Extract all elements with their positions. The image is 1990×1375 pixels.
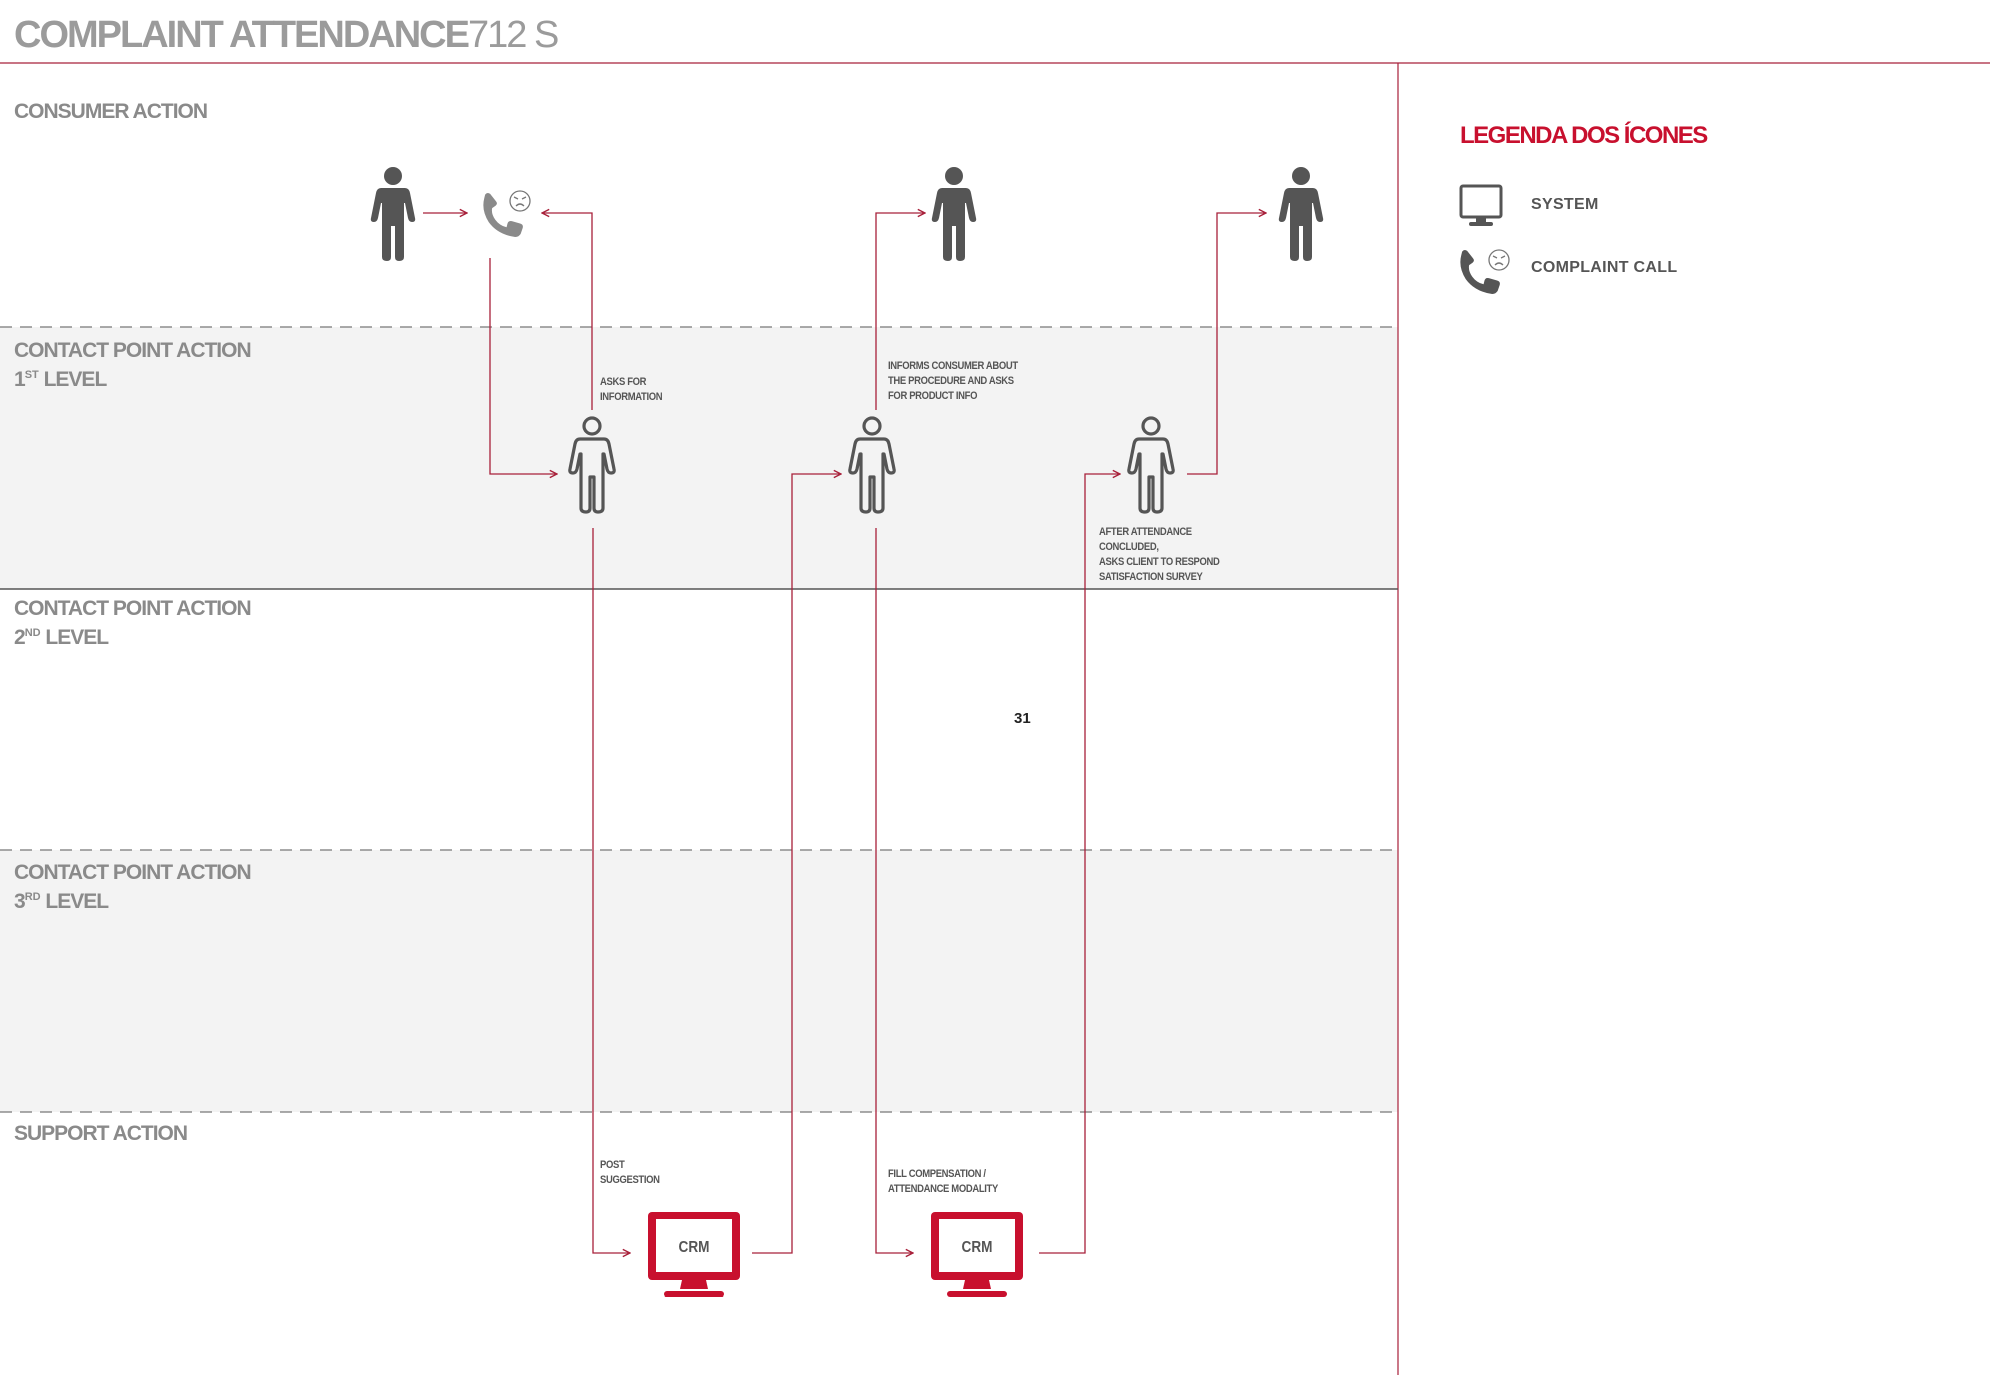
page-number: 31 bbox=[1014, 710, 1031, 727]
lane-label-level-1: CONTACT POINT ACTION 1ST LEVEL bbox=[14, 339, 252, 392]
level-suffix: RD bbox=[24, 891, 41, 903]
note-satisfaction-survey: AFTER ATTENDANCE CONCLUDED, ASKS CLIENT … bbox=[1099, 526, 1220, 583]
flow-contact-1-to-crm-1 bbox=[592, 528, 630, 1253]
note-post-suggestion: POST SUGGESTION bbox=[600, 1159, 660, 1186]
page-code: 712 S bbox=[468, 14, 559, 56]
level-suffix: ST bbox=[24, 369, 39, 381]
complaint-call-icon bbox=[478, 185, 531, 245]
crm-label-1: CRM bbox=[679, 1239, 710, 1256]
flow-contact-2-to-crm-2 bbox=[875, 528, 913, 1253]
page-title: COMPLAINT ATTENDANCE bbox=[14, 14, 470, 56]
lane-title: CONTACT POINT ACTION bbox=[14, 861, 252, 884]
level-word: LEVEL bbox=[43, 368, 108, 391]
level-word: LEVEL bbox=[45, 626, 109, 649]
lane-label-consumer: CONSUMER ACTION bbox=[14, 100, 208, 124]
note-asks-for-information: ASKS FOR INFORMATION bbox=[600, 376, 663, 403]
flow-contact-3-to-consumer-3 bbox=[1187, 213, 1266, 475]
crm-label-2: CRM bbox=[962, 1239, 993, 1256]
lane-title: CONTACT POINT ACTION bbox=[14, 597, 252, 620]
lane-label-level-2: CONTACT POINT ACTION 2ND LEVEL bbox=[14, 597, 252, 650]
level-number: 3 bbox=[14, 890, 26, 913]
lane-level: 3RD LEVEL bbox=[14, 885, 251, 914]
flow-contact-2-to-consumer-2 bbox=[875, 213, 925, 410]
level-suffix: ND bbox=[24, 627, 41, 639]
note-informs-consumer: INFORMS CONSUMER ABOUT THE PROCEDURE AND… bbox=[888, 360, 1018, 402]
flow-crm-1-to-contact-2 bbox=[752, 474, 841, 1254]
lane-level: 2ND LEVEL bbox=[14, 621, 251, 650]
legend-label-complaint-call: COMPLAINT CALL bbox=[1531, 259, 1678, 276]
lane-level: 1ST LEVEL bbox=[14, 363, 251, 392]
lane-3-background bbox=[0, 850, 1398, 1112]
lane-label-support: SUPPORT ACTION bbox=[14, 1122, 188, 1146]
flow-crm-2-to-contact-3 bbox=[1039, 474, 1120, 1254]
lane-title: CONSUMER ACTION bbox=[14, 100, 208, 123]
note-fill-compensation: FILL COMPENSATION / ATTENDANCE MODALITY bbox=[888, 1168, 998, 1195]
consumer-person-icon-2 bbox=[931, 167, 977, 261]
lane-title: SUPPORT ACTION bbox=[14, 1122, 188, 1145]
consumer-person-icon-1 bbox=[370, 167, 416, 261]
level-word: LEVEL bbox=[45, 890, 109, 913]
level-number: 1 bbox=[14, 368, 26, 391]
legend-monitor-icon bbox=[1459, 184, 1503, 226]
legend-complaint-call-icon bbox=[1455, 242, 1510, 302]
lane-label-level-3: CONTACT POINT ACTION 3RD LEVEL bbox=[14, 861, 252, 914]
crm-monitor-icon-2 bbox=[931, 1212, 1023, 1297]
level-number: 2 bbox=[14, 626, 26, 649]
flow-contact-1-to-call bbox=[542, 213, 593, 410]
flow-call-to-contact-1 bbox=[489, 258, 557, 474]
lane-title: CONTACT POINT ACTION bbox=[14, 339, 252, 362]
legend-label-system: SYSTEM bbox=[1531, 196, 1599, 213]
crm-monitor-icon-1 bbox=[648, 1212, 740, 1297]
consumer-person-icon-3 bbox=[1278, 167, 1324, 261]
legend-title: LEGENDA DOS ÍCONES bbox=[1460, 122, 1708, 149]
